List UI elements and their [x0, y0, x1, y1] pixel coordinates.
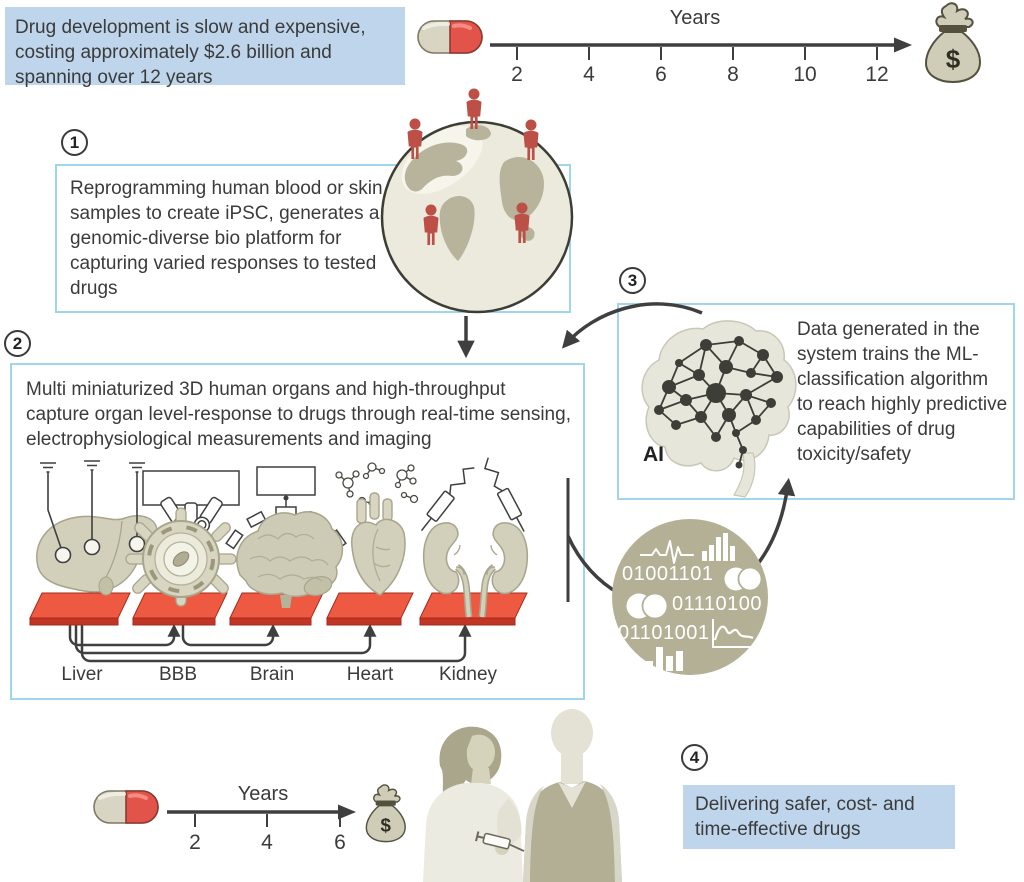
brain-network-icon: [641, 320, 797, 498]
tick-label: 8: [727, 63, 739, 86]
brain-icon: [236, 511, 344, 608]
platform: [419, 592, 528, 626]
pill-icon: [93, 790, 159, 824]
organ-label-heart: Heart: [346, 664, 394, 685]
people-icon: [423, 709, 622, 882]
platform: [229, 592, 324, 626]
organ-label-brain: Brain: [249, 664, 295, 685]
step-4-box: Delivering safer, cost- and time-effecti…: [683, 785, 955, 849]
arrowhead-icon: [338, 804, 356, 820]
bbb-icon: [125, 507, 237, 607]
binary-line-2: 01110100: [672, 593, 763, 615]
bar-chart-icon: [646, 647, 683, 671]
nurse-figure: [423, 726, 525, 882]
organ-label-liver: Liver: [61, 664, 103, 685]
intro-text: Drug development is slow and expensive, …: [15, 17, 366, 88]
step-3-number: 3: [619, 267, 646, 294]
patient-figure: [523, 709, 622, 882]
kidney-icon: [422, 522, 529, 618]
step-1-text: Reprogramming human blood or skin sample…: [70, 178, 383, 299]
money-bag-icon: $: [924, 2, 982, 84]
monitor-icon: [256, 466, 316, 507]
timeline-years-label: Years: [238, 783, 288, 805]
tick-label: 4: [261, 831, 273, 854]
timeline-tick-labels: 2 4 6: [189, 831, 346, 854]
timeline-ticks: [194, 814, 341, 827]
organ-label-bbb: BBB: [158, 664, 198, 685]
tick-label: 4: [583, 63, 595, 86]
tick-label: 6: [334, 831, 346, 854]
globe-icon: [380, 88, 574, 314]
tick-label: 12: [865, 63, 888, 86]
step-2-text: Multi miniaturized 3D human organs and h…: [26, 379, 571, 450]
venn-icon: [626, 592, 669, 620]
step-1-number: 1: [61, 129, 88, 156]
step-3-box: Data generated in the system trains the …: [617, 303, 1015, 500]
step-4-number: 4: [681, 744, 708, 771]
syringe-icon: [420, 457, 525, 532]
ecg-icon: [640, 540, 694, 564]
network-nodes: [654, 336, 783, 469]
money-bag-icon: $: [365, 784, 406, 843]
dollar-sign: $: [381, 815, 392, 836]
bottom-timeline: Years 2 4 6 $: [93, 783, 406, 854]
line-chart-icon: [712, 619, 755, 648]
molecule-icon: [335, 462, 419, 506]
platform: [326, 592, 414, 626]
tick-label: 10: [793, 63, 816, 86]
bar-chart-icon: [702, 533, 735, 561]
organ-connection-arrows: [68, 623, 472, 663]
tick-label: 6: [655, 63, 667, 86]
venn-icon: [724, 566, 763, 592]
arrowhead-icon: [894, 37, 912, 53]
timeline-tick-labels: 2 4 6 8 10 12: [511, 63, 889, 86]
organ-label-kidney: Kidney: [438, 664, 498, 685]
tick-label: 2: [511, 63, 523, 86]
timeline-years-label: Years: [670, 7, 720, 29]
timeline-ticks: [516, 47, 878, 60]
ai-label: AI: [643, 443, 664, 466]
data-circle: 01001101 01110100 01101001: [612, 519, 768, 675]
step-2-number: 2: [4, 330, 31, 357]
organs-scene: [29, 457, 529, 663]
platform: [29, 592, 131, 626]
intro-box: Drug development is slow and expensive, …: [5, 7, 405, 88]
pill-icon: [417, 20, 483, 54]
syringe-icon: [475, 831, 525, 852]
dollar-sign: $: [946, 44, 961, 74]
step-4-text: Delivering safer, cost- and time-effecti…: [695, 794, 915, 840]
heart-icon: [351, 492, 406, 596]
continents: [404, 125, 544, 261]
top-timeline: Years 2 4 6 8 10 12 $: [417, 2, 982, 86]
step-3-text: Data generated in the system trains the …: [797, 319, 1008, 465]
binary-line-1: 01001101: [622, 563, 714, 585]
chip-platforms: [29, 592, 528, 626]
tick-label: 2: [189, 831, 201, 854]
binary-line-3: 01101001: [618, 622, 710, 644]
